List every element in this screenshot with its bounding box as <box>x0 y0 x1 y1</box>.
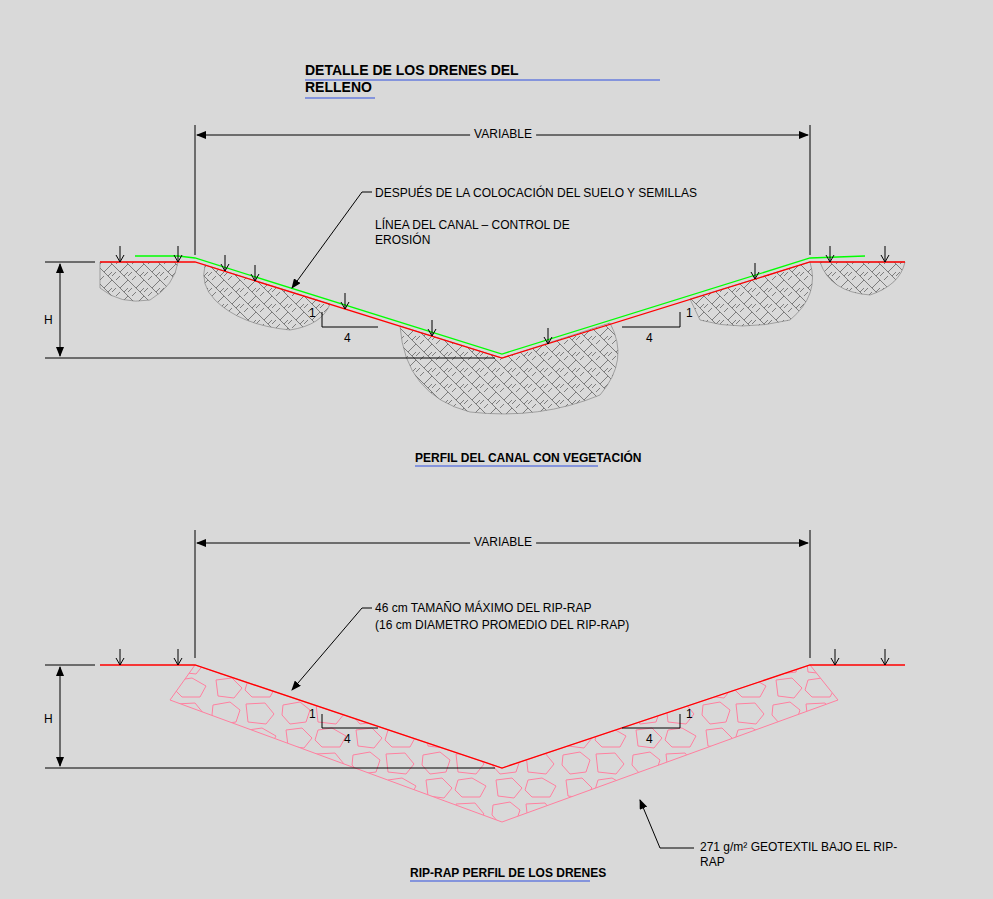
dimension-text: VARIABLE <box>470 127 536 142</box>
slope-text: 4 <box>646 331 653 346</box>
slope-text: 1 <box>309 707 316 722</box>
callout-note: 46 cm TAMAÑO MÁXIMO DEL RIP-RAP <box>375 601 591 616</box>
dimension-text: H <box>44 712 53 727</box>
slope-text: 1 <box>686 707 693 722</box>
slope-text: 1 <box>686 306 693 321</box>
slope-text: 4 <box>646 732 653 747</box>
callout-note: 271 g/m² GEOTEXTIL BAJO EL RIP-RAP <box>700 840 900 870</box>
section-caption: PERFIL DEL CANAL CON VEGETACIÓN <box>415 451 641 466</box>
callout-note: DESPUÉS DE LA COLOCACIÓN DEL SUELO Y SEM… <box>375 186 697 201</box>
slope-text: 4 <box>344 732 351 747</box>
callout-note: LÍNEA DEL CANAL – CONTROL DE EROSIÓN <box>375 218 620 248</box>
drawing-title: DETALLE DE LOS DRENES DEL RELLENO <box>305 62 545 96</box>
dimension-text: VARIABLE <box>470 535 536 550</box>
section-caption: RIP-RAP PERFIL DE LOS DRENES <box>410 866 606 881</box>
slope-text: 1 <box>309 306 316 321</box>
dimension-text: H <box>44 313 53 328</box>
callout-note: (16 cm DIAMETRO PROMEDIO DEL RIP-RAP) <box>375 618 629 633</box>
slope-text: 4 <box>344 331 351 346</box>
